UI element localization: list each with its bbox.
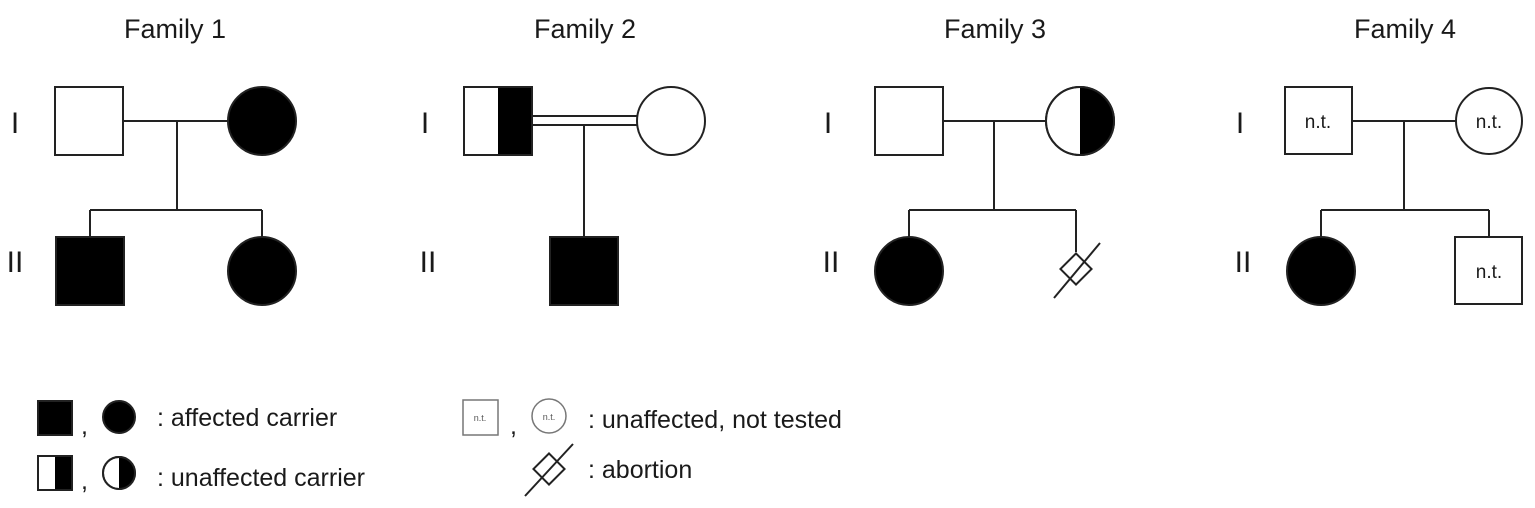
- family-2-title: Family 2: [534, 14, 636, 44]
- family-3: Family 3 I II: [823, 14, 1115, 306]
- family-2-generation-I: I: [421, 107, 429, 140]
- legend-abortion-slash: [524, 443, 574, 497]
- family-3-generation-II: II: [823, 246, 840, 279]
- family-2-generation-II: II: [420, 246, 437, 279]
- legend-carrier-male-half: [55, 456, 72, 490]
- family-1-mother-affected-female: [227, 86, 297, 156]
- family-1-father-unaffected-male: [54, 86, 124, 156]
- legend-affected-male-icon: [37, 400, 73, 436]
- legend-not-tested-label: : unaffected, not tested: [588, 406, 842, 434]
- family-3-father-unaffected-male: [874, 86, 944, 156]
- legend: , : affected carrier , : unaffected carr…: [37, 398, 842, 497]
- family-1-daughter-affected-female: [227, 236, 297, 306]
- legend-separator-3: ,: [510, 412, 517, 440]
- family-3-abortion-slash: [1053, 242, 1101, 299]
- family-4-daughter-affected-female: [1286, 236, 1356, 306]
- legend-unaffected-carrier-label: : unaffected carrier: [157, 464, 365, 492]
- family-2-son-affected-male: [549, 236, 619, 306]
- family-2-father-carrier-half: [498, 87, 532, 155]
- family-1-title: Family 1: [124, 14, 226, 44]
- legend-not-tested-male-label: n.t.: [474, 413, 487, 423]
- legend-abortion-label: : abortion: [588, 456, 692, 484]
- legend-carrier-female-half: [119, 457, 135, 489]
- legend-not-tested-female-label: n.t.: [543, 412, 556, 422]
- family-2: Family 2 I II: [420, 14, 706, 306]
- legend-not-tested-female-icon: [531, 398, 567, 434]
- legend-separator-2: ,: [81, 467, 88, 495]
- family-4-son-not-tested-male: [1454, 236, 1523, 305]
- family-1-generation-I: I: [11, 107, 19, 140]
- family-4-generation-I: I: [1236, 107, 1244, 140]
- family-2-father-outline: [463, 86, 533, 156]
- family-4-generation-II: II: [1235, 246, 1252, 279]
- family-3-mother-carrier-half: [1080, 87, 1114, 155]
- family-4: Family 4 I II n.t. n.t. n.t.: [1235, 14, 1523, 306]
- family-4-mother-not-tested-female: [1455, 87, 1523, 155]
- legend-carrier-female-outline: [102, 456, 136, 490]
- family-1-generation-II: II: [7, 246, 24, 279]
- family-3-abortion-symbol: [1053, 242, 1101, 299]
- legend-not-tested-male-icon: [462, 399, 499, 436]
- family-3-daughter-affected-female: [874, 236, 944, 306]
- family-1-son-affected-male: [55, 236, 125, 306]
- legend-abortion-icon: [524, 443, 574, 497]
- legend-affected-carrier-label: : affected carrier: [157, 404, 337, 432]
- family-4-father-nt-label: n.t.: [1305, 112, 1331, 133]
- legend-carrier-male-outline: [37, 455, 73, 491]
- family-1: Family 1 I II: [7, 14, 297, 306]
- family-4-title: Family 4: [1354, 14, 1456, 44]
- family-3-mother-outline: [1045, 86, 1115, 156]
- legend-separator-1: ,: [81, 412, 88, 440]
- family-2-mother-unaffected-female: [636, 86, 706, 156]
- legend-affected-female-icon: [102, 400, 136, 434]
- family-4-mother-nt-label: n.t.: [1476, 112, 1502, 133]
- family-3-title: Family 3: [944, 14, 1046, 44]
- family-3-generation-I: I: [824, 107, 832, 140]
- family-4-son-nt-label: n.t.: [1476, 262, 1502, 283]
- family-4-father-not-tested-male: [1284, 86, 1353, 155]
